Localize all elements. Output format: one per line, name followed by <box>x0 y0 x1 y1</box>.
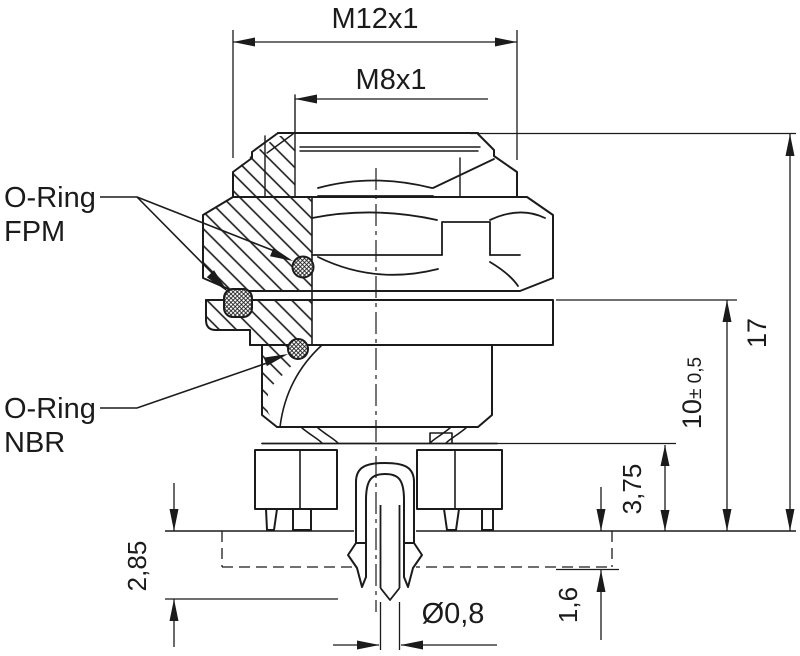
dim-10-label: 10± 0,5 <box>677 357 707 429</box>
dim-17-label: 17 <box>742 318 772 348</box>
label-oring-fpm-line1: O-Ring <box>4 182 96 214</box>
oring-fpm-small <box>291 255 315 279</box>
label-oring-nbr-line2: NBR <box>4 427 65 459</box>
part-outline <box>202 94 554 531</box>
dim-3-75-label: 3,75 <box>617 464 647 515</box>
dim-2-85-label: 2,85 <box>122 541 152 592</box>
oring-nbr <box>287 338 309 360</box>
center-pin-fork <box>347 459 423 601</box>
dim-m8-label: M8x1 <box>356 64 427 96</box>
dim-dia-0-8-label: Ø0,8 <box>422 598 485 630</box>
dimension-arrowheads <box>169 37 795 650</box>
dim-m12-label: M12x1 <box>331 3 418 35</box>
dim-1-6-label: 1,6 <box>553 587 583 623</box>
dimension-lines <box>100 30 796 650</box>
section-hatching <box>203 136 312 427</box>
oring-fpm-large <box>223 288 253 318</box>
baseline-and-hidden-lines <box>165 530 796 568</box>
label-oring-fpm-line2: FPM <box>4 216 65 248</box>
label-oring-nbr-line1: O-Ring <box>4 393 96 425</box>
